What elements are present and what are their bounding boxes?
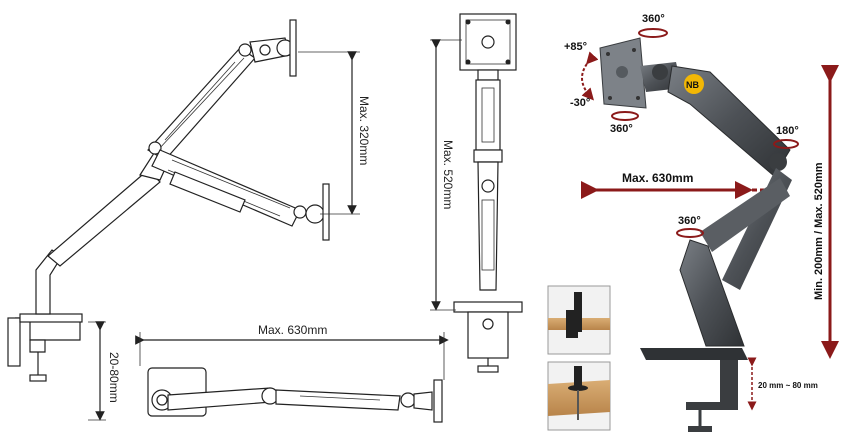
photo-pole bbox=[679, 239, 745, 347]
rotate-360-plate-icon bbox=[611, 111, 639, 121]
photo-clamp-label: 20 mm ~ 80 mm bbox=[758, 381, 818, 390]
tilt-arc-icon bbox=[581, 51, 599, 101]
front-lower-arm bbox=[477, 161, 499, 291]
front-base-plate bbox=[453, 301, 523, 313]
base-plate bbox=[19, 313, 83, 323]
rotate-plate-label: 360° bbox=[610, 123, 633, 135]
monitor-plate-top bbox=[289, 19, 297, 77]
brand-badge-text: NB bbox=[686, 80, 699, 90]
clamp-plate bbox=[7, 317, 21, 367]
rotate-360-top-icon bbox=[638, 28, 668, 38]
top-reach-label: Max. 630mm bbox=[258, 323, 327, 337]
photo-base-plate bbox=[640, 348, 748, 360]
rotate-180-joint-icon bbox=[773, 139, 799, 149]
top-view-drawing: Max. 630mm bbox=[135, 323, 449, 423]
side-view-drawing: Max. 320mm 20-80mm bbox=[7, 19, 371, 421]
inset-grommet-photo bbox=[547, 361, 611, 431]
upper-arm-bottom bbox=[151, 149, 301, 227]
lower-arm bbox=[47, 169, 161, 267]
side-clamp-label: 20-80mm bbox=[107, 352, 121, 403]
photo-reach-label: Max. 630mm bbox=[622, 171, 693, 185]
inset-clamp-photo bbox=[547, 285, 611, 355]
front-upper-arm bbox=[475, 79, 501, 151]
top-monitor-plate bbox=[433, 379, 443, 423]
front-height-label: Max. 520mm bbox=[441, 140, 455, 209]
tilt-down-label: -30° bbox=[570, 97, 590, 109]
brand-badge bbox=[684, 74, 704, 94]
monitor-plate-bottom bbox=[322, 183, 330, 241]
photo-height-label: Min. 200mm / Max. 520mm bbox=[813, 162, 825, 300]
tilt-up-label: +85° bbox=[564, 41, 587, 53]
photo-view-render: 360° +85° -30° 360° NB 180° Max. 630mm 3… bbox=[547, 13, 839, 432]
rotate-base-label: 360° bbox=[678, 215, 701, 227]
top-upper-arm bbox=[275, 389, 401, 411]
side-height-label: Max. 320mm bbox=[357, 96, 371, 165]
photo-clamp-bottom bbox=[686, 402, 738, 410]
front-view-drawing: Max. 520mm bbox=[430, 13, 523, 373]
rotate-joint-label: 180° bbox=[776, 125, 799, 137]
rotate-top-label: 360° bbox=[642, 13, 665, 25]
rotate-360-base-icon bbox=[676, 228, 704, 238]
